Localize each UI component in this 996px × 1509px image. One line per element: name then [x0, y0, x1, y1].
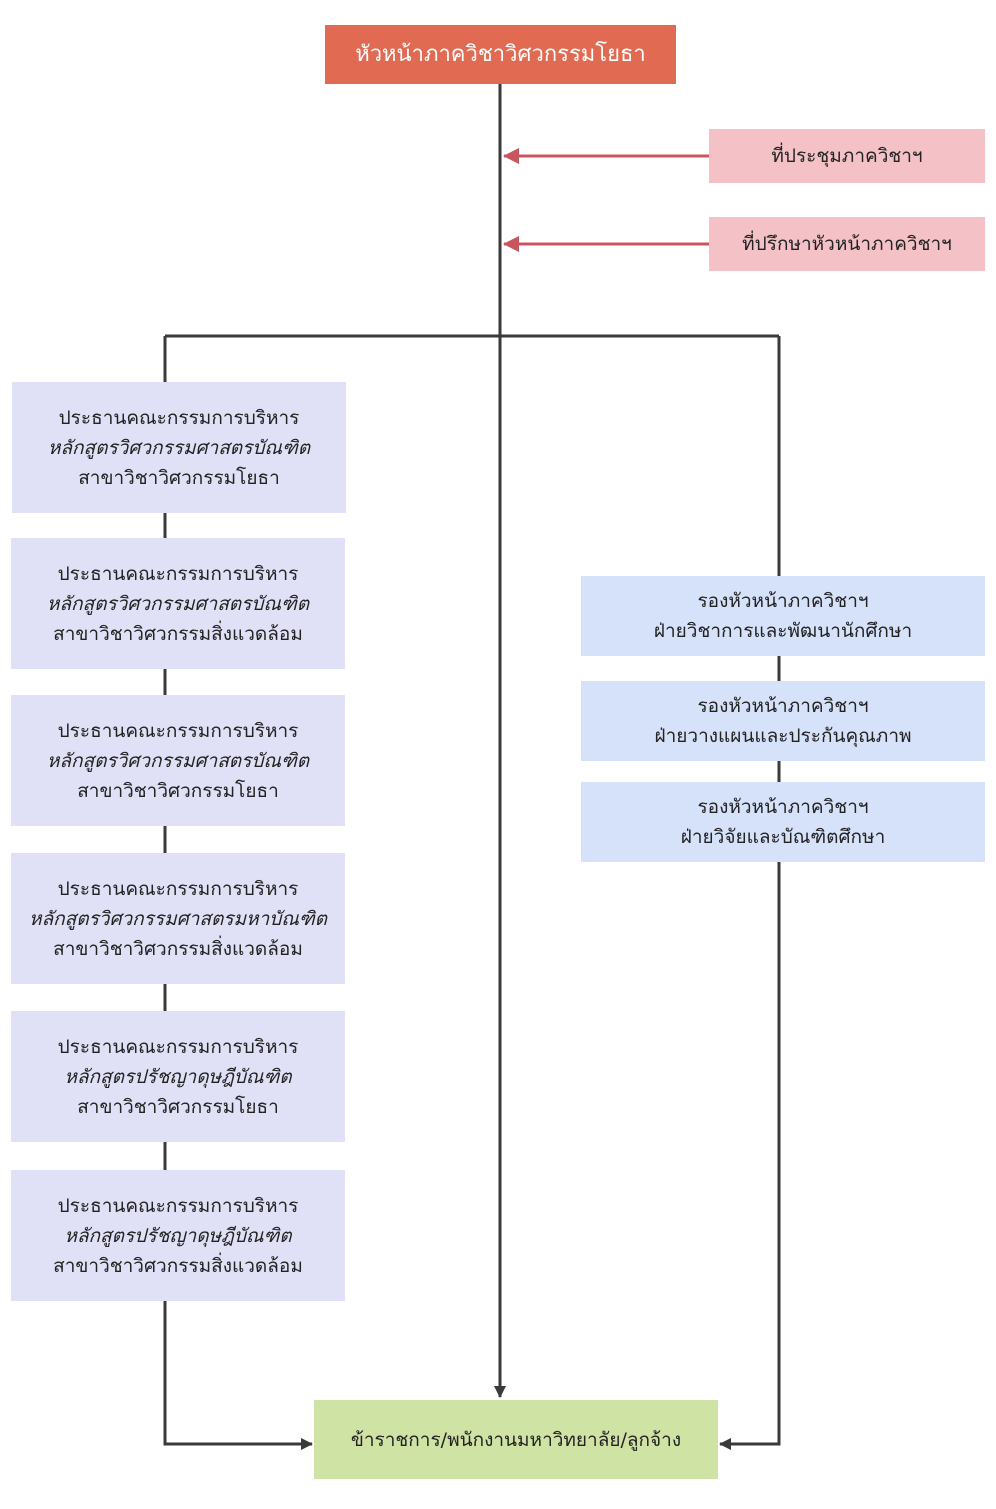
deputy-head-box: รองหัวหน้าภาควิชาฯ ฝ่ายวิจัยและบัณฑิตศึก…: [581, 782, 985, 862]
program-line1: ประธานคณะกรรมการบริหาร: [57, 1194, 299, 1217]
program-line1: ประธานคณะกรรมการบริหาร: [57, 562, 299, 585]
staff-label: ข้าราชการ/พนักงานมหาวิทยาลัย/ลูกจ้าง: [350, 1428, 682, 1451]
program-line2: หลักสูตรวิศวกรรมศาสตรบัณฑิต: [46, 749, 310, 772]
head-box: หัวหน้าภาควิชาวิศวกรรมโยธา: [325, 25, 676, 84]
deputy-head-box: รองหัวหน้าภาควิชาฯ ฝ่ายวางแผนและประกันคุ…: [581, 681, 985, 761]
advisory-label: ที่ประชุมภาควิชาฯ: [771, 145, 923, 167]
program-line1: ประธานคณะกรรมการบริหาร: [57, 719, 299, 742]
deputy-line1: รองหัวหน้าภาควิชาฯ: [697, 590, 869, 612]
staff-box: ข้าราชการ/พนักงานมหาวิทยาลัย/ลูกจ้าง: [314, 1400, 718, 1479]
deputy-line1: รองหัวหน้าภาควิชาฯ: [697, 796, 869, 818]
deputy-line2: ฝ่ายวางแผนและประกันคุณภาพ: [654, 725, 912, 747]
program-line1: ประธานคณะกรรมการบริหาร: [57, 1035, 299, 1058]
program-chair-box: ประธานคณะกรรมการบริหาร หลักสูตรวิศวกรรมศ…: [12, 382, 346, 513]
program-chair-box: ประธานคณะกรรมการบริหาร หลักสูตรปรัชญาดุษ…: [11, 1011, 345, 1142]
program-line3: สาขาวิชาวิศวกรรมโยธา: [77, 1095, 279, 1118]
program-line3: สาขาวิชาวิศวกรรมสิ่งแวดล้อม: [53, 1254, 303, 1277]
program-line2: หลักสูตรปรัชญาดุษฎีบัณฑิต: [64, 1224, 292, 1247]
program-chair-box: ประธานคณะกรรมการบริหาร หลักสูตรปรัชญาดุษ…: [11, 1170, 345, 1301]
advisory-label: ที่ปรึกษาหัวหน้าภาควิชาฯ: [742, 233, 952, 255]
program-line3: สาขาวิชาวิศวกรรมโยธา: [77, 779, 279, 802]
program-line1: ประธานคณะกรรมการบริหาร: [58, 406, 300, 429]
program-chair-box: ประธานคณะกรรมการบริหาร หลักสูตรวิศวกรรมศ…: [11, 853, 345, 984]
program-chair-box: ประธานคณะกรรมการบริหาร หลักสูตรวิศวกรรมศ…: [11, 538, 345, 669]
deputy-line1: รองหัวหน้าภาควิชาฯ: [697, 695, 869, 717]
program-line2: หลักสูตรวิศวกรรมศาสตรมหาบัณฑิต: [28, 907, 328, 930]
program-line2: หลักสูตรวิศวกรรมศาสตรบัณฑิต: [47, 436, 311, 459]
deputy-head-box: รองหัวหน้าภาควิชาฯ ฝ่ายวิชาการและพัฒนานั…: [581, 576, 985, 656]
program-line3: สาขาวิชาวิศวกรรมสิ่งแวดล้อม: [53, 622, 303, 645]
program-line3: สาขาวิชาวิศวกรรมโยธา: [78, 466, 280, 489]
program-line2: หลักสูตรปรัชญาดุษฎีบัณฑิต: [64, 1065, 292, 1088]
advisory-consultant-box: ที่ปรึกษาหัวหน้าภาควิชาฯ: [709, 217, 985, 271]
right-path: [719, 336, 781, 1450]
advisory-meeting-box: ที่ประชุมภาควิชาฯ: [709, 129, 985, 183]
head-title: หัวหน้าภาควิชาวิศวกรรมโยธา: [355, 41, 646, 67]
program-line2: หลักสูตรวิศวกรรมศาสตรบัณฑิต: [46, 592, 310, 615]
deputy-line2: ฝ่ายวิจัยและบัณฑิตศึกษา: [680, 826, 886, 848]
deputy-line2: ฝ่ายวิชาการและพัฒนานักศึกษา: [653, 620, 913, 642]
program-chair-box: ประธานคณะกรรมการบริหาร หลักสูตรวิศวกรรมศ…: [11, 695, 345, 826]
program-line3: สาขาวิชาวิศวกรรมสิ่งแวดล้อม: [53, 937, 303, 960]
program-line1: ประธานคณะกรรมการบริหาร: [57, 877, 299, 900]
